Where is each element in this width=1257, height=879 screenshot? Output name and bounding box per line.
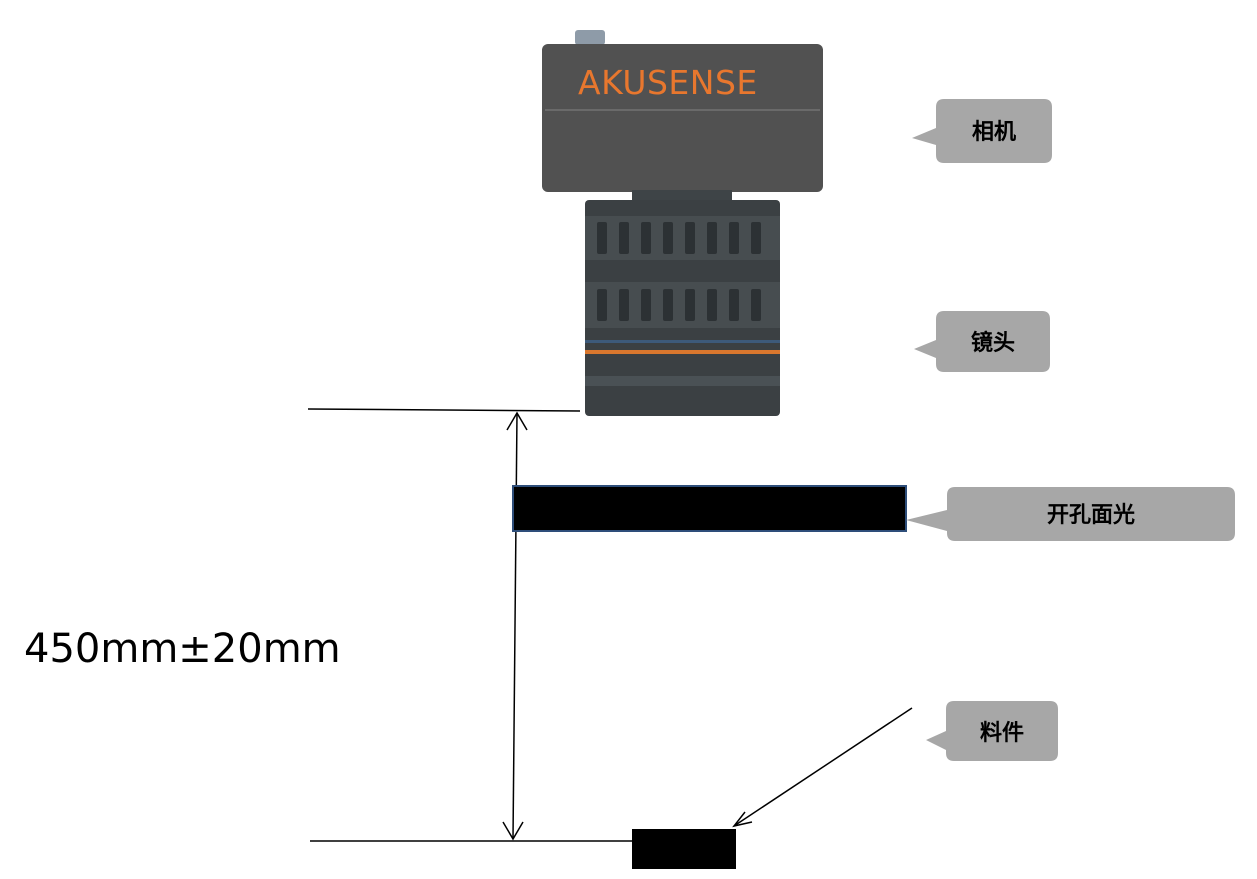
callout-light-text: 开孔面光 <box>1047 503 1135 528</box>
lens-grip-ridges-lower <box>597 289 761 321</box>
callout-camera: 相机 <box>912 99 1052 163</box>
camera-body <box>542 44 823 192</box>
callout-workpiece: 料件 <box>926 701 1058 761</box>
lens-band-blue <box>585 340 780 343</box>
dimension-arrowhead-bottom <box>502 821 524 841</box>
camera: AKUSENSE <box>542 30 823 204</box>
callout-light: 开孔面光 <box>906 487 1235 541</box>
callout-lens-text: 镜头 <box>971 330 1015 356</box>
dimension-arrowhead-top <box>506 411 528 431</box>
callout-light-bubble <box>906 487 1235 541</box>
lens-grip-ridges-upper <box>597 222 761 254</box>
lens-grip-ring-lower <box>585 282 780 328</box>
lens-band-grey <box>585 376 780 386</box>
aperture-ring-light <box>512 485 907 532</box>
workpiece-pointer-arrow <box>732 707 913 828</box>
lens-band-orange <box>585 350 780 354</box>
callout-workpiece-text: 料件 <box>980 721 1024 746</box>
dimension-arrow <box>502 411 528 841</box>
callout-camera-text: 相机 <box>972 120 1016 145</box>
camera-connector <box>575 30 605 45</box>
camera-brand-logo: AKUSENSE <box>578 63 758 102</box>
lens <box>585 200 780 416</box>
dimension-label: 450mm±20mm <box>24 626 341 672</box>
callout-lens-bubble <box>914 311 1050 372</box>
callout-lens: 镜头 <box>914 311 1050 372</box>
workpiece <box>632 829 736 869</box>
lens-grip-ring-upper <box>585 216 780 260</box>
callout-workpiece-bubble <box>926 701 1058 761</box>
top-reference-line <box>307 408 581 412</box>
callout-camera-bubble <box>912 99 1052 163</box>
